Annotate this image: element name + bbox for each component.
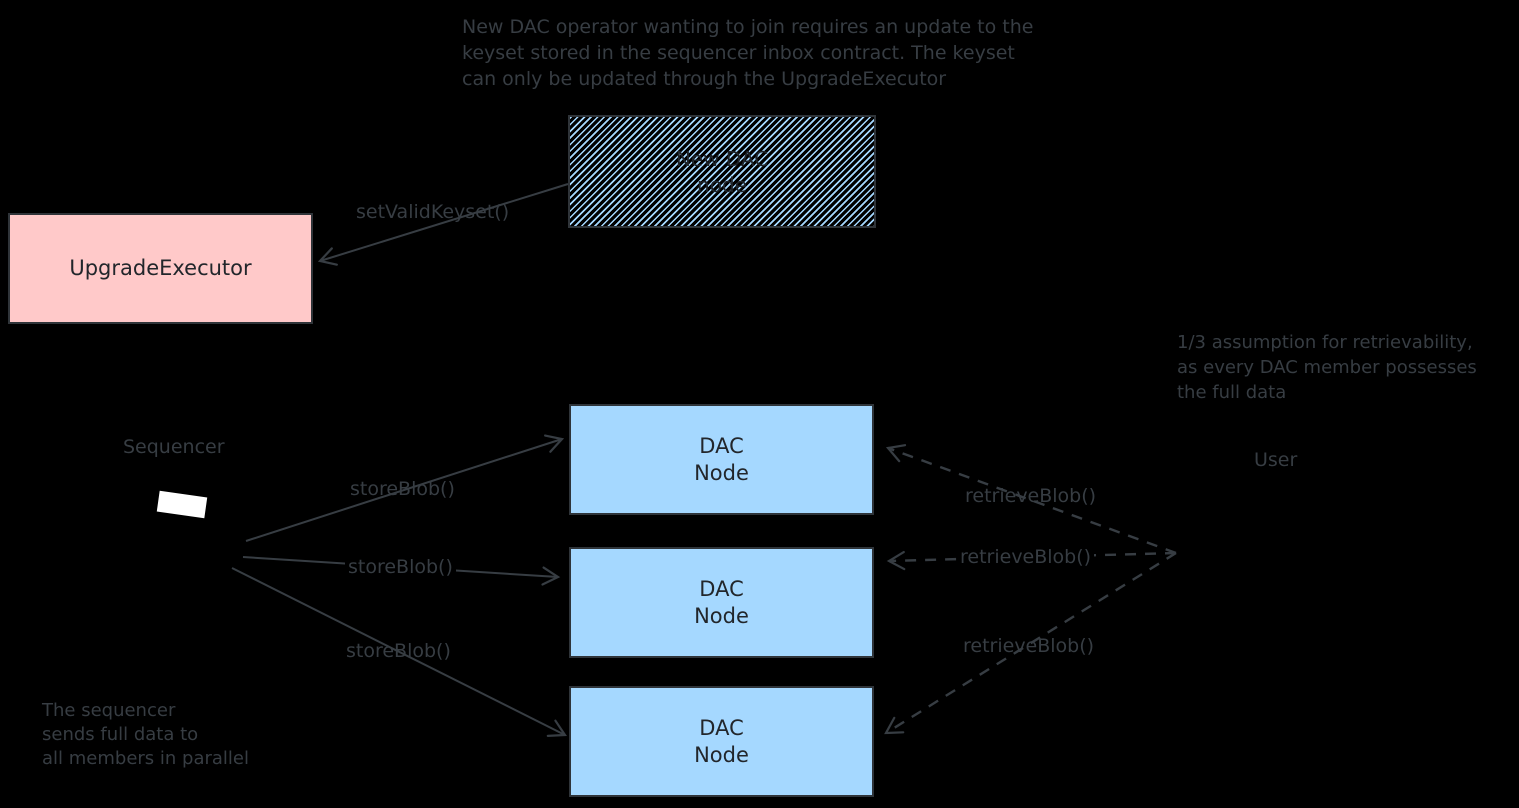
edge-label-retrieve-blob-3: retrieveBlob() xyxy=(963,635,1095,657)
edge-label-retrieve-blob-1: retrieveBlob() xyxy=(965,485,1097,507)
dac-node-2-label-line2: Node xyxy=(694,603,749,628)
dac-node-box-2: DAC Node xyxy=(569,547,874,658)
new-dac-node-box: New DAC node xyxy=(568,115,876,228)
dac-node-3-label-line2: Node xyxy=(694,742,749,767)
dac-node-2-label-line1: DAC xyxy=(699,576,744,601)
note-sequencer-parallel: The sequencer sends full data to all mem… xyxy=(42,699,249,771)
note-line: New DAC operator wanting to join require… xyxy=(462,16,1034,38)
new-dac-node-label-line2: node xyxy=(697,172,747,197)
sequencer-data-blob xyxy=(156,490,208,519)
note-line: The sequencer xyxy=(42,700,176,721)
new-dac-node-label-line1: New DAC xyxy=(675,146,769,171)
note-line: as every DAC member possesses xyxy=(1177,357,1477,378)
note-retrievability-assumption: 1/3 assumption for retrievability, as ev… xyxy=(1177,330,1477,405)
note-line: 1/3 assumption for retrievability, xyxy=(1177,332,1473,353)
note-line: sends full data to xyxy=(42,724,199,745)
note-line: all members in parallel xyxy=(42,748,249,769)
upgrade-executor-label: UpgradeExecutor xyxy=(69,256,252,280)
dac-node-1-label-line2: Node xyxy=(694,460,749,485)
sequencer-label: Sequencer xyxy=(123,436,225,458)
dac-node-box-3: DAC Node xyxy=(569,686,874,797)
edge-label-retrieve-blob-2: retrieveBlob() xyxy=(957,546,1095,568)
dac-node-box-1: DAC Node xyxy=(569,404,874,515)
note-line: the full data xyxy=(1177,382,1287,403)
dac-node-1-label-line1: DAC xyxy=(699,433,744,458)
edge-label-store-blob-1: storeBlob() xyxy=(350,478,455,500)
user-label: User xyxy=(1254,449,1298,471)
note-line: keyset stored in the sequencer inbox con… xyxy=(462,42,1015,64)
edge-label-store-blob-3: storeBlob() xyxy=(346,640,451,662)
edge-label-set-valid-keyset: setValidKeyset() xyxy=(356,201,510,223)
edge-label-store-blob-2: storeBlob() xyxy=(345,556,456,578)
upgrade-executor-box: UpgradeExecutor xyxy=(8,213,313,324)
note-line: can only be updated through the UpgradeE… xyxy=(462,68,947,90)
dac-node-3-label-line1: DAC xyxy=(699,715,744,740)
note-keyset-update: New DAC operator wanting to join require… xyxy=(462,14,1033,92)
